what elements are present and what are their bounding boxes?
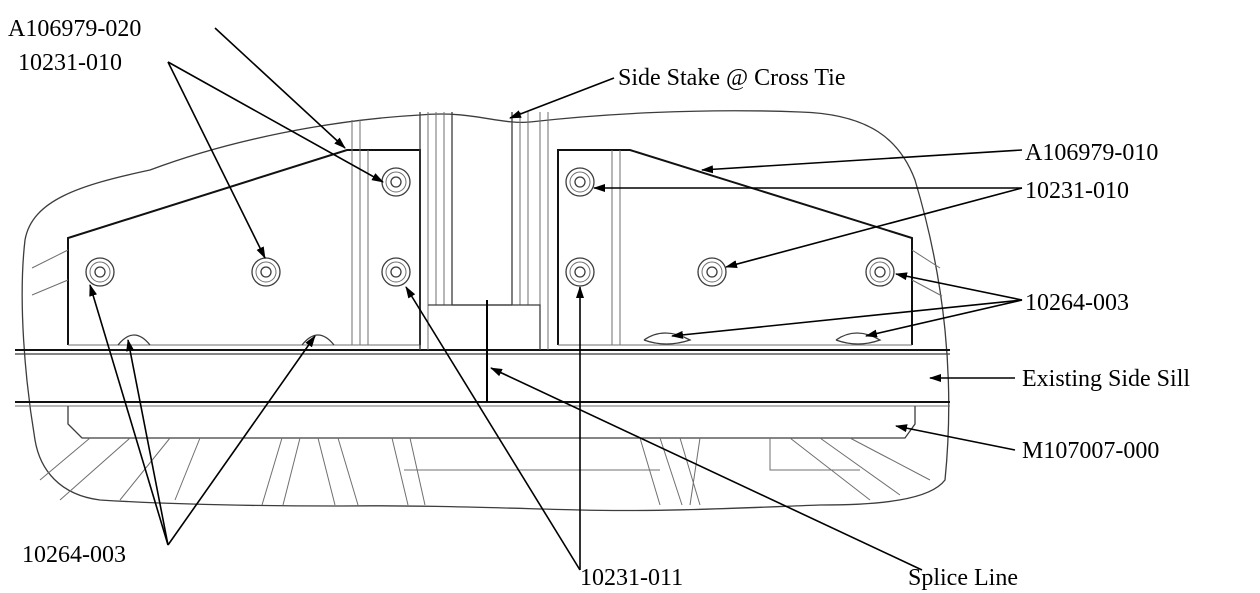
breakout-outline [21, 110, 950, 512]
side-stake-plate-right [547, 149, 943, 346]
bolt-icon [381, 167, 411, 197]
label-10264-003-left: 10264-003 [22, 542, 126, 568]
weld-slot-icon [643, 332, 692, 345]
label-splice-line: Splice Line [908, 565, 1018, 591]
weld-slot-icon [117, 334, 151, 346]
label-10231-010-right: 10231-010 [1025, 178, 1129, 204]
splice-plate-m107007 [67, 406, 916, 439]
bolt-icon [697, 257, 727, 287]
bolt-icon [381, 257, 411, 287]
label-10264-003-right: 10264-003 [1025, 290, 1129, 316]
label-a106979-020: A106979-020 [8, 16, 141, 42]
label-a106979-010: A106979-010 [1025, 140, 1158, 166]
bolt-icon [865, 257, 895, 287]
label-10231-011: 10231-011 [580, 565, 683, 591]
leader-lines [89, 27, 1023, 571]
label-m107007-000: M107007-000 [1022, 438, 1159, 464]
bolt-icon [565, 167, 595, 197]
label-10231-010-left: 10231-010 [18, 50, 122, 76]
weld-slot-icon [301, 334, 335, 346]
weld-slot-icon [835, 332, 882, 345]
side-stake-plate-left [31, 120, 421, 346]
underframe-structure [39, 437, 931, 506]
bolt-icon [251, 257, 281, 287]
label-existing-side-sill: Existing Side Sill [1022, 366, 1190, 392]
existing-side-sill-shape [15, 349, 950, 407]
side-stake-center [419, 112, 549, 350]
bolt-icon [565, 257, 595, 287]
bolt-icon [85, 257, 115, 287]
label-side-stake-cross-tie: Side Stake @ Cross Tie [618, 65, 845, 91]
